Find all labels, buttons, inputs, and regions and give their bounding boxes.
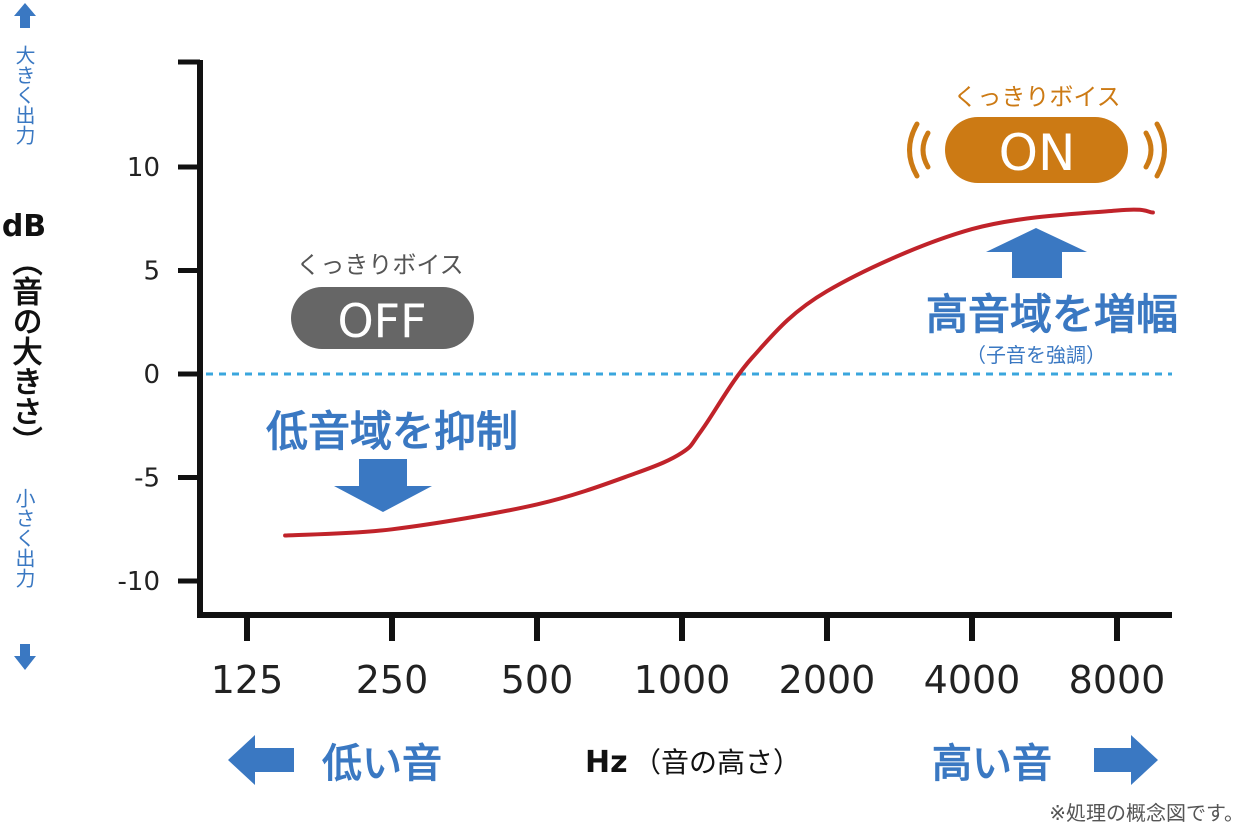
right-arrow-icon [1094, 735, 1158, 785]
down-arrow-small-icon [14, 644, 36, 670]
on-caption: くっきりボイス [953, 83, 1120, 111]
sound-wave-right-icon [1143, 121, 1167, 179]
x-unit-desc: （音の高さ） [633, 746, 801, 779]
high-boost-sublabel: （子音を強調） [966, 343, 1106, 367]
x-low-label: 低い音 [322, 741, 442, 787]
y-down-label: 小さく出力 [12, 488, 36, 588]
left-arrow-icon [228, 735, 294, 785]
x-tick-label: 250 [356, 658, 429, 702]
y-tick-label: 0 [143, 360, 160, 390]
x-ticks: 125 250 500 1000 2000 4000 8000 [211, 615, 1166, 702]
up-arrow-icon [986, 228, 1087, 278]
y-tick-label: -5 [134, 464, 160, 494]
x-tick-label: 2000 [779, 658, 876, 702]
y-unit-label: dB [2, 209, 46, 244]
y-tick-label: -10 [118, 567, 160, 597]
up-arrow-small-icon [14, 3, 36, 28]
x-unit-label: Hz [585, 745, 628, 780]
sound-wave-left-icon [907, 121, 931, 179]
off-badge [291, 287, 474, 349]
down-arrow-icon [334, 459, 432, 512]
x-tick-label: 8000 [1069, 658, 1166, 702]
x-tick-label: 1000 [634, 658, 731, 702]
off-caption: くっきりボイス [296, 251, 463, 279]
x-tick-label: 125 [211, 658, 284, 702]
y-ticks: 10 5 0 -5 -10 [118, 153, 200, 597]
y-up-label: 大きく出力 [12, 45, 36, 145]
y-tick-label: 5 [143, 257, 160, 287]
high-boost-label: 高音域を増幅 [926, 290, 1178, 339]
footnote: ※処理の概念図です。 [1049, 801, 1244, 825]
series-line [283, 207, 1155, 538]
off-label: OFF [337, 294, 426, 348]
x-tick-label: 500 [501, 658, 574, 702]
on-label: ON [999, 124, 1076, 182]
low-cut-label: 低音域を抑制 [266, 407, 518, 456]
y-tick-label: 10 [127, 153, 160, 183]
on-badge [945, 117, 1128, 183]
x-high-label: 高い音 [932, 741, 1052, 787]
y-unit-desc: （音の大きさ） [7, 246, 43, 456]
x-tick-label: 4000 [924, 658, 1021, 702]
